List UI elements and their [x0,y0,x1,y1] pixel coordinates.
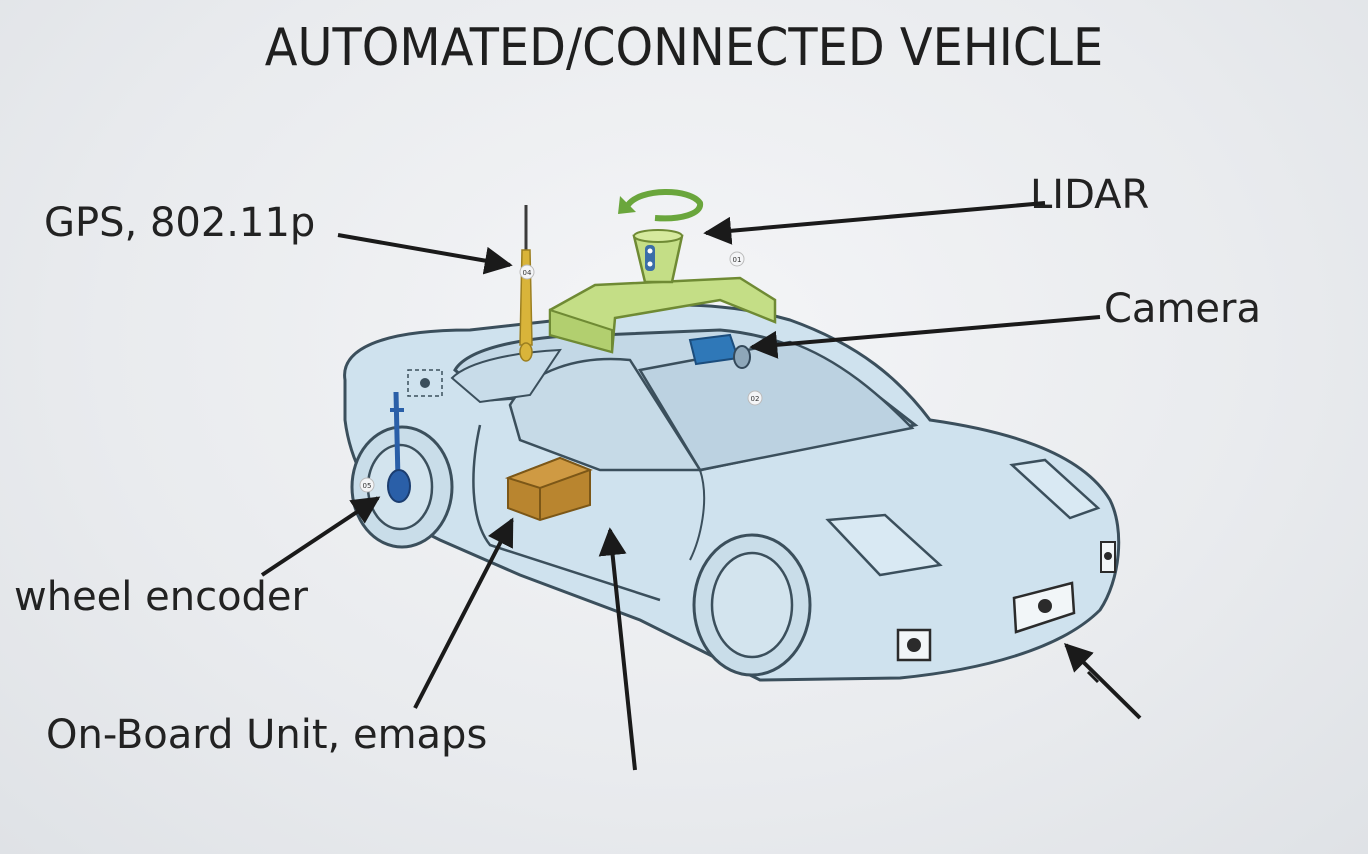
camera-sensor [688,333,751,369]
svg-text:05: 05 [363,482,372,490]
camera-label: Camera [1104,286,1261,332]
front-left-sensor [896,628,932,662]
wheel-encoder [387,391,411,503]
rear-sensor [407,369,443,397]
marker-02: 02 [747,390,763,406]
marker-01: 01 [729,251,745,267]
onboard-unit-label: On-Board Unit, emaps [46,712,488,758]
page-title: AUTOMATED/CONNECTED VEHICLE [264,18,1104,78]
front-radar [1012,581,1076,634]
svg-text:02: 02 [751,395,760,403]
camera-arrow [749,315,1101,359]
gps-arrow [337,233,513,275]
gps-label: GPS, 802.11p [44,200,316,246]
marker-05: 05 [359,477,375,493]
onboard-unit-box [504,456,593,522]
car-body [343,303,1121,682]
front-right-sensor [1100,541,1116,573]
rear-sensor-lens [420,378,430,388]
onboard-unit-arrow [413,517,514,709]
marker-04: 04 [519,264,535,280]
svg-text:04: 04 [523,269,532,277]
front-sensor-arrow [1064,643,1142,720]
front-wheel [692,533,812,677]
lidar-arrow [703,201,1046,245]
vehicle-interior-arrow [598,527,637,771]
lidar-label: LIDAR [1030,172,1150,218]
rotation-arrow-icon [618,189,703,222]
lidar-sensor [632,229,684,284]
wheel-encoder-label: wheel encoder [14,574,308,620]
svg-text:01: 01 [733,256,742,264]
gps-antenna [519,205,533,362]
front-sensor-arrow-tick [1086,670,1100,684]
wheel-encoder-arrow [260,496,381,577]
